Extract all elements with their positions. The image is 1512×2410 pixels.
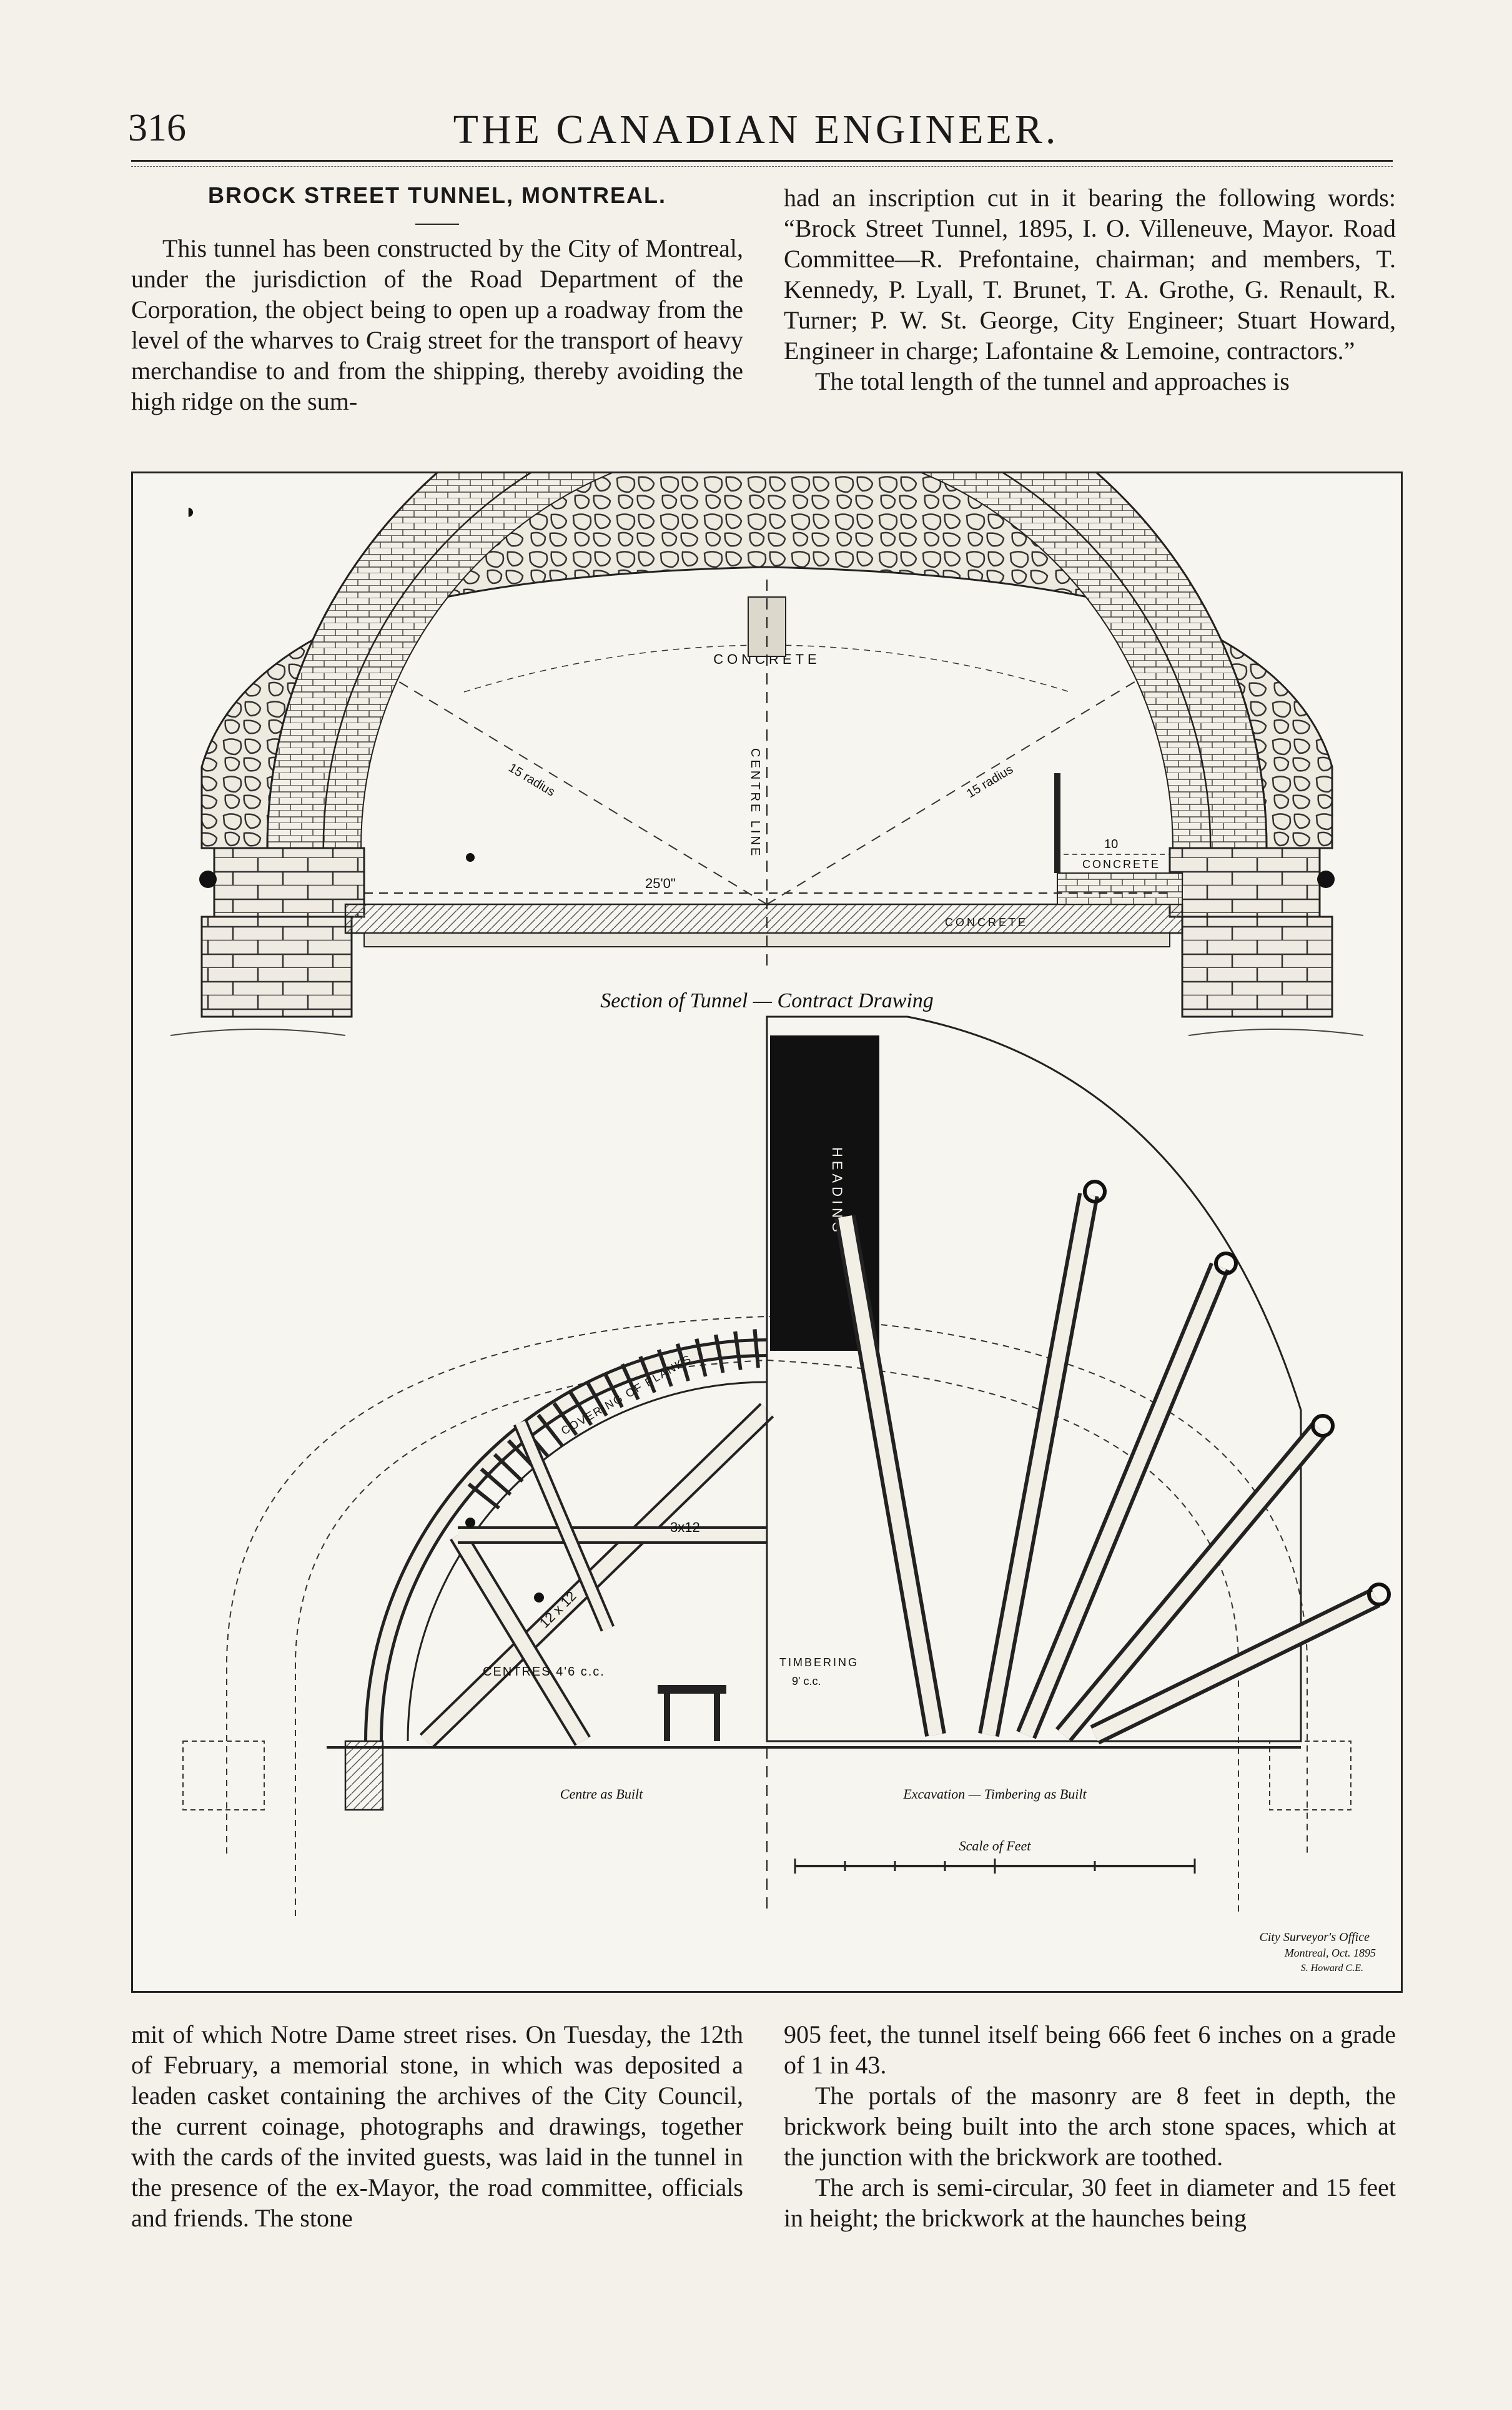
radius-left	[395, 679, 768, 905]
paragraph: 905 feet, the tunnel itself being 666 fe…	[784, 2020, 1396, 2079]
paragraph: mit of which Notre Dame street rises. On…	[131, 2020, 743, 2232]
credit-line-1: City Surveyor's Office	[1260, 1930, 1370, 1944]
label-radius-right: 15 radius	[964, 763, 1015, 801]
credit-line-3: S. Howard C.E.	[1301, 1963, 1363, 1973]
label-timbering: TIMBERING	[779, 1656, 859, 1669]
caption-scale: Scale of Feet	[959, 1838, 1032, 1854]
label-radius-left: 15 radius	[506, 761, 557, 799]
sidewalk	[1057, 872, 1183, 905]
paragraph: had an inscription cut in it bearing the…	[784, 184, 1396, 365]
upper-caption: Section of Tunnel — Contract Drawing	[600, 989, 934, 1012]
label-3x12: 3x12	[670, 1519, 700, 1535]
paragraph: The portals of the masonry are 8 feet in…	[784, 2082, 1396, 2171]
floor-concrete	[344, 903, 1183, 934]
label-concrete-right: CONCRETE	[1082, 858, 1160, 871]
header-rule-dashed	[131, 166, 1393, 167]
column-2-bottom: 905 feet, the tunnel itself being 666 fe…	[784, 2019, 1396, 2233]
label-centre-line: CENTRE LINE	[748, 748, 762, 858]
column-2-top: had an inscription cut in it bearing the…	[784, 182, 1396, 397]
label-span: 25'0"	[645, 876, 676, 891]
column-1-top: This tunnel has been constructed by the …	[131, 233, 743, 417]
right-abutment-upper	[1169, 847, 1321, 918]
drafting-credit: City Surveyor's Office Montreal, Oct. 18…	[1260, 1930, 1376, 1973]
article-title: BROCK STREET TUNNEL, MONTREAL.	[208, 182, 666, 208]
paragraph: The total length of the tunnel and appro…	[815, 367, 1290, 395]
tunnel-drawing: ◗ ● BROCK STREET TUNNEL CONCRETE	[170, 473, 1391, 1973]
scale-bar	[794, 1859, 1196, 1874]
credit-line-2: Montreal, Oct. 1895	[1284, 1947, 1376, 1959]
header-rule	[131, 160, 1393, 162]
brick-ring-inner	[322, 473, 1212, 849]
tunnel-figure: ◗ ● BROCK STREET TUNNEL CONCRETE	[131, 472, 1403, 1993]
paragraph: This tunnel has been constructed by the …	[131, 234, 743, 415]
caption-excavation: Excavation — Timbering as Built	[902, 1786, 1087, 1802]
paragraph: The arch is semi-circular, 30 feet in di…	[784, 2173, 1396, 2232]
left-pier	[344, 1740, 384, 1811]
left-abutment-upper	[213, 847, 365, 918]
title-divider	[415, 224, 459, 225]
column-1-bottom: mit of which Notre Dame street rises. On…	[131, 2019, 743, 2233]
left-footing	[200, 916, 353, 1018]
right-footing	[1181, 916, 1333, 1018]
construction-section: COVERING OF PLANKS 3x12 12 x 12 CENTRES …	[182, 1015, 1391, 1916]
label-concrete-floor: CONCRETE	[945, 916, 1028, 929]
radius-right	[766, 679, 1139, 905]
brick-ring-outer	[266, 473, 1268, 849]
excavation-outline	[226, 1315, 1308, 1854]
label-centres: CENTRES 4'6 c.c.	[483, 1665, 605, 1679]
drain-left	[199, 871, 217, 888]
journal-title: THE CANADIAN ENGINEER.	[453, 107, 1059, 152]
drain-right	[1317, 871, 1335, 888]
mark-left: ◗	[184, 500, 197, 523]
raking-props	[834, 1192, 1381, 1745]
label-timbering-spacing: 9' c.c.	[792, 1675, 821, 1687]
caption-centre: Centre as Built	[560, 1786, 643, 1802]
page-number: 316	[128, 107, 186, 149]
label-ten: 10	[1104, 837, 1118, 851]
contract-section: CONCRETE 25'0" CONCRETE CONCRETE 10	[170, 473, 1364, 1036]
